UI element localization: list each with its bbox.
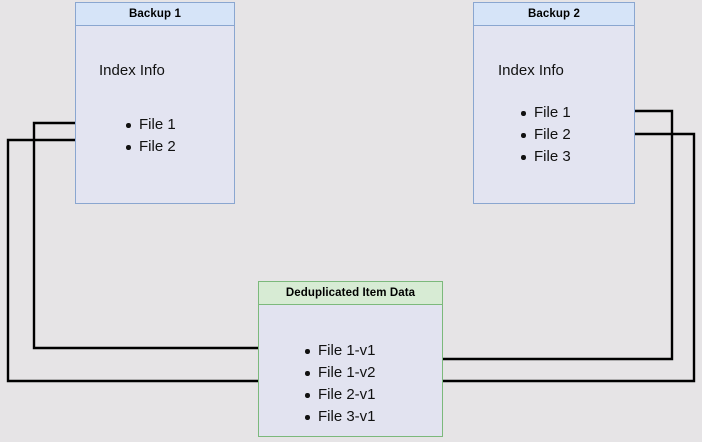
node-backup-2-file-list: File 1 File 2 File 3 xyxy=(519,102,571,168)
node-backup-1-index-label: Index Info xyxy=(99,62,165,79)
node-deduplicated-item-data-body: File 1-v1 File 1-v2 File 2-v1 File 3-v1 xyxy=(259,305,442,436)
node-backup-2-body: Index Info File 1 File 2 File 3 xyxy=(474,26,634,203)
node-deduplicated-item-data[interactable]: Deduplicated Item Data File 1-v1 File 1-… xyxy=(258,281,443,437)
list-item[interactable]: File 1-v2 xyxy=(303,362,376,384)
node-backup-1-title: Backup 1 xyxy=(76,3,234,26)
list-item[interactable]: File 3-v1 xyxy=(303,406,376,428)
node-backup-2-title: Backup 2 xyxy=(474,3,634,26)
list-item[interactable]: File 2 xyxy=(124,136,176,158)
node-backup-2-index-label: Index Info xyxy=(498,62,564,79)
list-item[interactable]: File 1 xyxy=(519,102,571,124)
list-item[interactable]: File 1-v1 xyxy=(303,340,376,362)
node-backup-1-file-list: File 1 File 2 xyxy=(124,114,176,158)
list-item[interactable]: File 1 xyxy=(124,114,176,136)
list-item[interactable]: File 3 xyxy=(519,146,571,168)
node-backup-1[interactable]: Backup 1 Index Info File 1 File 2 xyxy=(75,2,235,204)
node-deduplicated-item-data-title: Deduplicated Item Data xyxy=(259,282,442,305)
node-backup-1-body: Index Info File 1 File 2 xyxy=(76,26,234,203)
list-item[interactable]: File 2 xyxy=(519,124,571,146)
node-backup-2[interactable]: Backup 2 Index Info File 1 File 2 File 3 xyxy=(473,2,635,204)
node-deduplicated-item-data-file-list: File 1-v1 File 1-v2 File 2-v1 File 3-v1 xyxy=(303,340,376,428)
list-item[interactable]: File 2-v1 xyxy=(303,384,376,406)
